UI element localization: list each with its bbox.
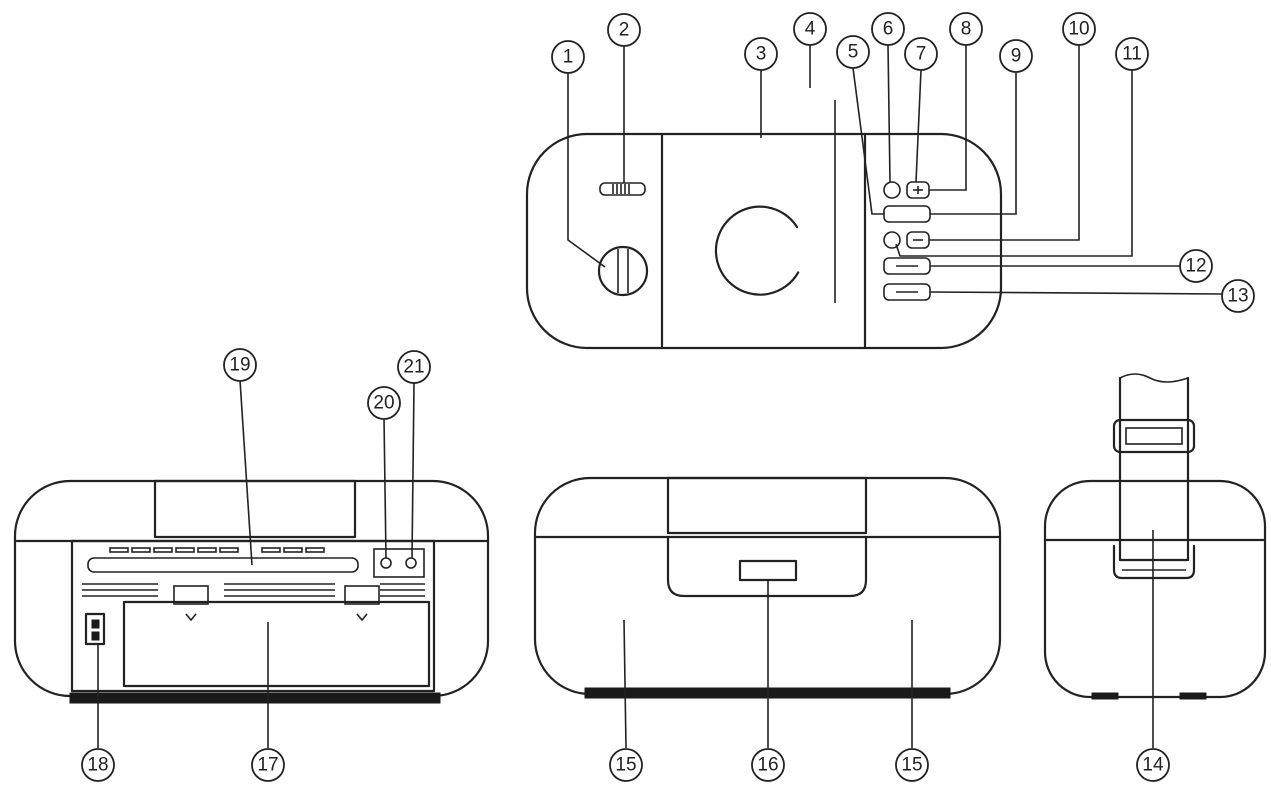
function-slider <box>599 182 646 196</box>
antenna-strip <box>87 557 359 573</box>
svg-text:3: 3 <box>756 44 767 65</box>
callout-19: 19 <box>223 348 257 382</box>
back-view <box>13 479 490 704</box>
button-10 <box>883 231 901 249</box>
battery-latch-right <box>344 585 380 605</box>
control-buttons <box>883 181 931 301</box>
svg-text:9: 9 <box>1011 46 1022 67</box>
callout-15-right: 15 <box>895 748 929 782</box>
back-view-base <box>69 692 441 704</box>
callout-3: 3 <box>744 37 778 71</box>
leader-lines <box>97 44 1223 749</box>
front-view-door-latch <box>738 559 798 582</box>
svg-text:2: 2 <box>619 20 630 41</box>
svg-text:21: 21 <box>403 357 424 378</box>
callout-18: 18 <box>81 748 115 782</box>
strap-mount <box>1112 544 1196 580</box>
svg-text:10: 10 <box>1068 19 1089 40</box>
callout-11: 11 <box>1115 37 1149 71</box>
button-9 <box>883 205 931 223</box>
cd-lid-arc <box>714 205 800 296</box>
side-view-body <box>1043 479 1267 699</box>
callout-4: 4 <box>793 12 827 46</box>
callout-12: 12 <box>1179 249 1213 283</box>
svg-text:14: 14 <box>1142 755 1164 776</box>
tuning-knob <box>597 245 649 297</box>
callout-6: 6 <box>871 12 905 46</box>
ac-socket <box>84 612 106 646</box>
svg-text:19: 19 <box>229 355 250 376</box>
svg-text:1: 1 <box>563 47 574 68</box>
svg-text:15: 15 <box>901 755 922 776</box>
callout-1: 1 <box>551 40 585 74</box>
top-view <box>525 100 1003 350</box>
strap-buckle <box>1112 418 1196 454</box>
callout-13: 13 <box>1221 279 1255 313</box>
callout-21: 21 <box>397 350 431 384</box>
callout-9: 9 <box>999 39 1033 73</box>
button-6 <box>883 181 901 199</box>
jack-20 <box>380 557 392 569</box>
svg-text:20: 20 <box>373 393 394 414</box>
callout-17: 17 <box>251 748 285 782</box>
rear-panel <box>70 539 436 693</box>
battery-compartment <box>122 600 431 688</box>
svg-text:8: 8 <box>961 19 972 40</box>
callout-8: 8 <box>949 12 983 46</box>
svg-text:18: 18 <box>87 755 108 776</box>
top-view-body <box>525 132 1003 350</box>
callout-5: 5 <box>836 35 870 69</box>
callouts: 1 2 3 4 5 6 7 8 9 10 11 12 13 19 20 21 1… <box>81 12 1255 782</box>
svg-text:15: 15 <box>615 755 636 776</box>
front-view-lid-recess <box>666 476 868 535</box>
callout-16: 16 <box>751 748 785 782</box>
svg-text:16: 16 <box>757 755 778 776</box>
svg-text:7: 7 <box>916 44 927 65</box>
callout-20: 20 <box>367 386 401 420</box>
front-view-cd-door <box>666 535 868 598</box>
callout-7: 7 <box>904 37 938 71</box>
jack-21 <box>405 557 417 569</box>
svg-text:11: 11 <box>1122 44 1142 65</box>
callout-2: 2 <box>607 13 641 47</box>
svg-text:6: 6 <box>883 19 894 40</box>
back-top-vents <box>109 547 325 553</box>
carry-strap <box>1118 376 1190 562</box>
jack-panel <box>373 548 425 578</box>
back-side-vents <box>82 583 425 597</box>
callout-14: 14 <box>1136 748 1170 782</box>
side-view <box>1043 373 1267 700</box>
back-view-handle-recess <box>153 479 357 539</box>
callout-15-left: 15 <box>609 748 643 782</box>
battery-latch-left <box>173 585 209 605</box>
svg-text:4: 4 <box>805 19 816 40</box>
svg-text:13: 13 <box>1227 286 1248 307</box>
callout-10: 10 <box>1062 12 1096 46</box>
svg-text:12: 12 <box>1185 256 1206 277</box>
svg-text:5: 5 <box>848 42 859 63</box>
svg-text:17: 17 <box>257 755 278 776</box>
back-view-body <box>13 479 490 698</box>
